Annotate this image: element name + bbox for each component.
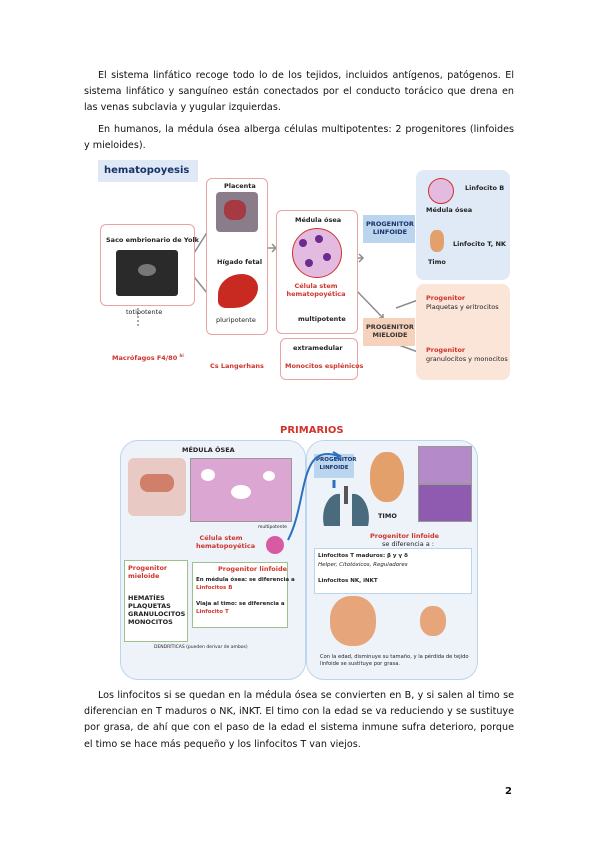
multipotent-label: multipotente (298, 315, 346, 323)
thymus-young-image (330, 596, 376, 646)
paragraph-bone-marrow: En humanos, la médula ósea alberga célul… (84, 124, 514, 152)
bone-marrow-title: MÉDULA ÓSEA (182, 446, 235, 454)
thymus-old-image (420, 606, 446, 636)
stem-cell-label-2: Célula stem hematopoyética (196, 534, 256, 550)
platelets-label-2: PLAQUETAS (128, 602, 171, 610)
marrow-cells-image (292, 228, 342, 278)
t-cell-label: Linfocito T (196, 609, 229, 615)
thymus-icon (430, 230, 444, 252)
granulocytes-label-2: GRANULOCITOS (128, 610, 186, 618)
helper-label: Helper, Citotóxicos, Reguladores (318, 562, 408, 568)
lymphocyte-b-label: Linfocito B (465, 184, 505, 192)
splenic-monocytes-label: Monocitos esplénicos (285, 362, 364, 370)
lymphoid-progenitor-label-3: PROGENITOR LINFOIDE (316, 457, 357, 471)
thymus-label: Timo (428, 258, 446, 266)
thymus-image (370, 452, 404, 502)
placenta-label: Placenta (224, 182, 256, 190)
paragraph-lymphocytes: Los linfocitos si se quedan en la médula… (84, 690, 514, 750)
bone-image (128, 458, 186, 516)
granulocytes-label: granulocitos y monocitos (426, 355, 508, 363)
red-cells-label: HEMATÍES (128, 594, 165, 602)
lymphoid-progenitor-panel (192, 562, 288, 628)
travels-thymus-label: Viaja al timo: se diferencia a (196, 601, 285, 607)
totipotent-label: totipotente (126, 308, 163, 316)
lymphoid-progenitor-box-2 (314, 454, 354, 478)
age-note: Con la edad, disminuye su tamaño, y la p… (320, 654, 469, 667)
b-cell-image (428, 178, 454, 204)
lymphocyte-t-label: Linfocito T, NK (453, 240, 506, 248)
fetal-liver-label: Hígado fetal (217, 258, 263, 266)
page-number: 2 (505, 786, 512, 797)
bone-marrow-label: Médula ósea (295, 216, 342, 224)
dendritic-label: DENDRÍTICAS (pueden derivar de ambos) (154, 645, 248, 650)
bone-marrow-small-label: Médula ósea (426, 206, 473, 214)
lungs-icon (323, 486, 369, 526)
myeloid-progenitor-label-2: Progenitor mieloide (128, 564, 168, 580)
thymus-histology-1 (418, 446, 472, 484)
monocytes-label-2: MONOCITOS (128, 618, 173, 626)
in-marrow-label: En médula ósea: se diferencia a (196, 577, 295, 583)
lymphoid-progenitor-box (363, 215, 415, 243)
placenta-image (216, 192, 258, 232)
yolk-sac-label: Saco embrionario de Yolk (106, 236, 200, 244)
progenitor2-label: Progenitor (426, 346, 466, 354)
myeloid-progenitor-box (363, 318, 415, 346)
mature-t-label: Linfocitos T maduros: β y γ δ (318, 553, 408, 559)
multipotent-small-label: multipotente (258, 525, 288, 530)
lymphoid-progenitor-label: PROGENITOR LINFOIDE (366, 220, 414, 236)
thymus-histology-2 (418, 484, 472, 522)
b-cells-label: Linfocitos B (196, 585, 233, 591)
myeloid-progenitor-panel (124, 560, 188, 642)
langerhans-label: Cs Langerhans (210, 362, 264, 370)
macrophages-label: Macrófagos F4/80 hi (112, 353, 184, 363)
progenitor1-label: Progenitor (426, 294, 466, 302)
figure2-arrows (287, 451, 342, 541)
lymphoid-progenitor-label-4: Progenitor linfoide (370, 532, 440, 540)
platelets-label: Plaquetas y eritrocitos (426, 303, 499, 311)
paragraph-lymphatic: El sistema linfático recoge todo lo de l… (84, 70, 514, 114)
ultrasound-image (116, 250, 178, 296)
lymphoid-progenitor-title: Progenitor linfoide (218, 565, 288, 573)
stem-cell-icon (266, 536, 284, 554)
figure1-title: hematopoyesis (104, 165, 190, 176)
hematopoiesis-figure: hematopoyesis Saco embrionario de Yolk t… (98, 158, 510, 388)
thymus-title-2: TIMO (378, 512, 397, 520)
nk-cells-label: Linfocitos NK, iNKT (318, 578, 378, 584)
myeloid-progenitor-label: PROGENITOR MIELOIDE (366, 323, 414, 339)
primary-organs-figure: PRIMARIOS MÉDULA ÓSEA multipotente Célul… (118, 422, 478, 680)
figure2-title: PRIMARIOS (280, 425, 344, 436)
stem-cell-label: Célula stem hematopoyética (286, 282, 346, 298)
differentiates-label: se diferencia a : (382, 540, 434, 548)
marrow-histology-image (190, 458, 292, 522)
extramedullary-label: extramedular (293, 344, 343, 352)
t-cells-panel (314, 548, 472, 594)
pluripotent-label: pluripotente (216, 316, 256, 324)
myeloid-cells-box (416, 284, 510, 380)
extramedullary-box (280, 338, 358, 380)
